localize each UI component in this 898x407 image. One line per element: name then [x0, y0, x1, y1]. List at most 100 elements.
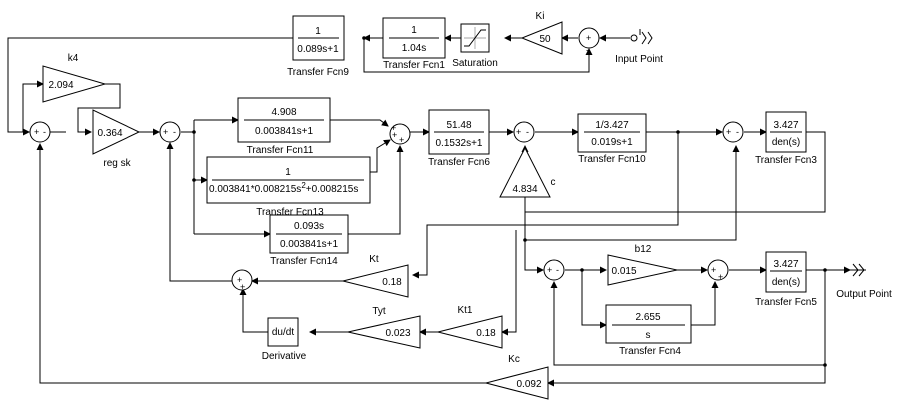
svg-text:0.003841s+1: 0.003841s+1 [255, 126, 314, 137]
signal-wires [7, 34, 851, 387]
svg-text:+: + [516, 127, 521, 137]
svg-text:+: + [718, 272, 723, 282]
svg-text:0.1532s+1: 0.1532s+1 [436, 138, 483, 149]
transfer-fcn13[interactable]: 1 0.003841*0.008215s2+0.008215s [206, 156, 371, 204]
svg-text:0.019s+1: 0.019s+1 [591, 137, 633, 148]
svg-text:0.18: 0.18 [476, 328, 496, 339]
transfer-fcn1-label: Transfer Fcn1 [383, 60, 445, 71]
gain-c[interactable]: 4.834 [499, 146, 551, 198]
svg-text:1/3.427: 1/3.427 [595, 120, 629, 131]
svg-text:+: + [34, 127, 39, 137]
transfer-fcn13-label: Transfer Fcn13 [256, 207, 324, 218]
transfer-fcn3-label: Transfer Fcn3 [755, 155, 817, 166]
gain-kt-label: Kt [369, 254, 379, 265]
derivative-label: Derivative [262, 351, 307, 362]
transfer-fcn9-label: Transfer Fcn9 [287, 67, 349, 78]
svg-text:-: - [526, 127, 529, 137]
gain-kt1[interactable]: 0.18 [437, 315, 503, 349]
transfer-fcn1[interactable]: 1 1.04s [382, 17, 446, 59]
svg-text:3.427: 3.427 [773, 120, 798, 131]
transfer-fcn6-label: Transfer Fcn6 [428, 157, 490, 168]
transfer-fcn11[interactable]: 4.908 0.003841s+1 [237, 97, 331, 143]
gain-ki[interactable]: 50 [520, 21, 563, 55]
svg-text:0.364: 0.364 [97, 128, 122, 139]
svg-text:+: + [586, 33, 591, 43]
svg-text:-: - [43, 127, 46, 137]
svg-text:3.427: 3.427 [773, 259, 798, 270]
svg-text:0.089s+1: 0.089s+1 [297, 44, 339, 55]
gain-kc[interactable]: 0.092 [485, 366, 549, 400]
svg-text:0.18: 0.18 [382, 277, 402, 288]
gain-b12[interactable]: 0.015 [607, 254, 678, 286]
gain-reg-sk-label: reg sk [103, 158, 131, 169]
gain-kc-label: Kc [508, 354, 520, 365]
svg-text:0.003841s+1: 0.003841s+1 [280, 239, 339, 250]
transfer-fcn3[interactable]: 3.427 den(s) [765, 111, 807, 153]
svg-text:50: 50 [539, 34, 551, 45]
output-point-label: Output Point [836, 289, 892, 300]
svg-text:du/dt: du/dt [272, 327, 294, 338]
svg-text:+: + [399, 135, 404, 145]
svg-text:0.092: 0.092 [516, 379, 541, 390]
sum-b[interactable]: + - [513, 121, 535, 143]
sum-a[interactable]: + + + [389, 123, 411, 145]
svg-text:+: + [391, 123, 396, 133]
svg-text:2.655: 2.655 [635, 312, 660, 323]
gain-b12-label: b12 [635, 244, 652, 255]
gain-c-label: c [551, 177, 556, 188]
saturation-label: Saturation [452, 58, 498, 69]
svg-text:4.834: 4.834 [512, 184, 537, 195]
sum-c[interactable]: + - [722, 121, 744, 143]
svg-text:2.094: 2.094 [48, 80, 73, 91]
svg-text:den(s): den(s) [772, 137, 800, 148]
gain-ki-label: Ki [536, 11, 545, 22]
svg-text:+: + [237, 275, 242, 285]
svg-text:1: 1 [285, 167, 291, 178]
svg-text:den(s): den(s) [772, 277, 800, 288]
gain-kt[interactable]: 0.18 [342, 264, 409, 298]
svg-text:+: + [711, 265, 716, 275]
transfer-fcn9[interactable]: 1 0.089s+1 [292, 15, 345, 61]
sum-mid[interactable]: + - [159, 121, 181, 143]
sum-input[interactable]: + - [578, 27, 600, 55]
transfer-fcn6[interactable]: 51.48 0.1532s+1 [428, 109, 490, 155]
svg-text:0.093s: 0.093s [294, 221, 324, 232]
sum-d[interactable]: + - [543, 259, 565, 281]
svg-text:+: + [240, 282, 245, 292]
transfer-fcn14-label: Transfer Fcn14 [270, 256, 338, 267]
svg-text:1: 1 [315, 26, 321, 37]
svg-text:0.023: 0.023 [385, 328, 410, 339]
input-point-label: Input Point [615, 54, 663, 65]
svg-text:+: + [163, 127, 168, 137]
gain-k4[interactable]: 2.094 [42, 65, 107, 103]
transfer-fcn11-label: Transfer Fcn11 [247, 145, 314, 156]
input-point[interactable] [630, 29, 653, 45]
transfer-fcn10[interactable]: 1/3.427 0.019s+1 [577, 113, 647, 153]
gain-reg-sk[interactable]: 0.364 [92, 109, 141, 155]
transfer-fcn10-label: Transfer Fcn10 [578, 154, 646, 165]
saturation-block[interactable] [460, 23, 490, 53]
output-point[interactable] [848, 263, 866, 277]
svg-text:0.003841*0.008215s2+0.008215s: 0.003841*0.008215s2+0.008215s [209, 181, 358, 195]
derivative-block[interactable]: du/dt [267, 317, 299, 347]
sum-g[interactable]: + + [231, 269, 253, 292]
svg-text:+: + [547, 265, 552, 275]
transfer-fcn4-label: Transfer Fcn4 [619, 346, 681, 357]
gain-kt1-label: Kt1 [457, 305, 472, 316]
svg-text:1.04s: 1.04s [402, 43, 426, 54]
svg-text:1: 1 [411, 25, 417, 36]
svg-text:-: - [556, 265, 559, 275]
transfer-fcn5[interactable]: 3.427 den(s) [765, 251, 807, 293]
svg-text:s: s [646, 330, 651, 341]
sum-f[interactable]: + + [707, 259, 729, 282]
transfer-fcn5-label: Transfer Fcn5 [755, 297, 817, 308]
transfer-fcn14[interactable]: 0.093s 0.003841s+1 [269, 214, 349, 254]
svg-text:+: + [726, 127, 731, 137]
gain-tyt-label: Tyt [372, 306, 386, 317]
transfer-fcn4[interactable]: 2.655 s [605, 304, 692, 344]
svg-text:-: - [586, 45, 589, 55]
gain-tyt[interactable]: 0.023 [347, 315, 421, 349]
sum-main[interactable]: + - [29, 121, 51, 143]
svg-text:-: - [173, 127, 176, 137]
